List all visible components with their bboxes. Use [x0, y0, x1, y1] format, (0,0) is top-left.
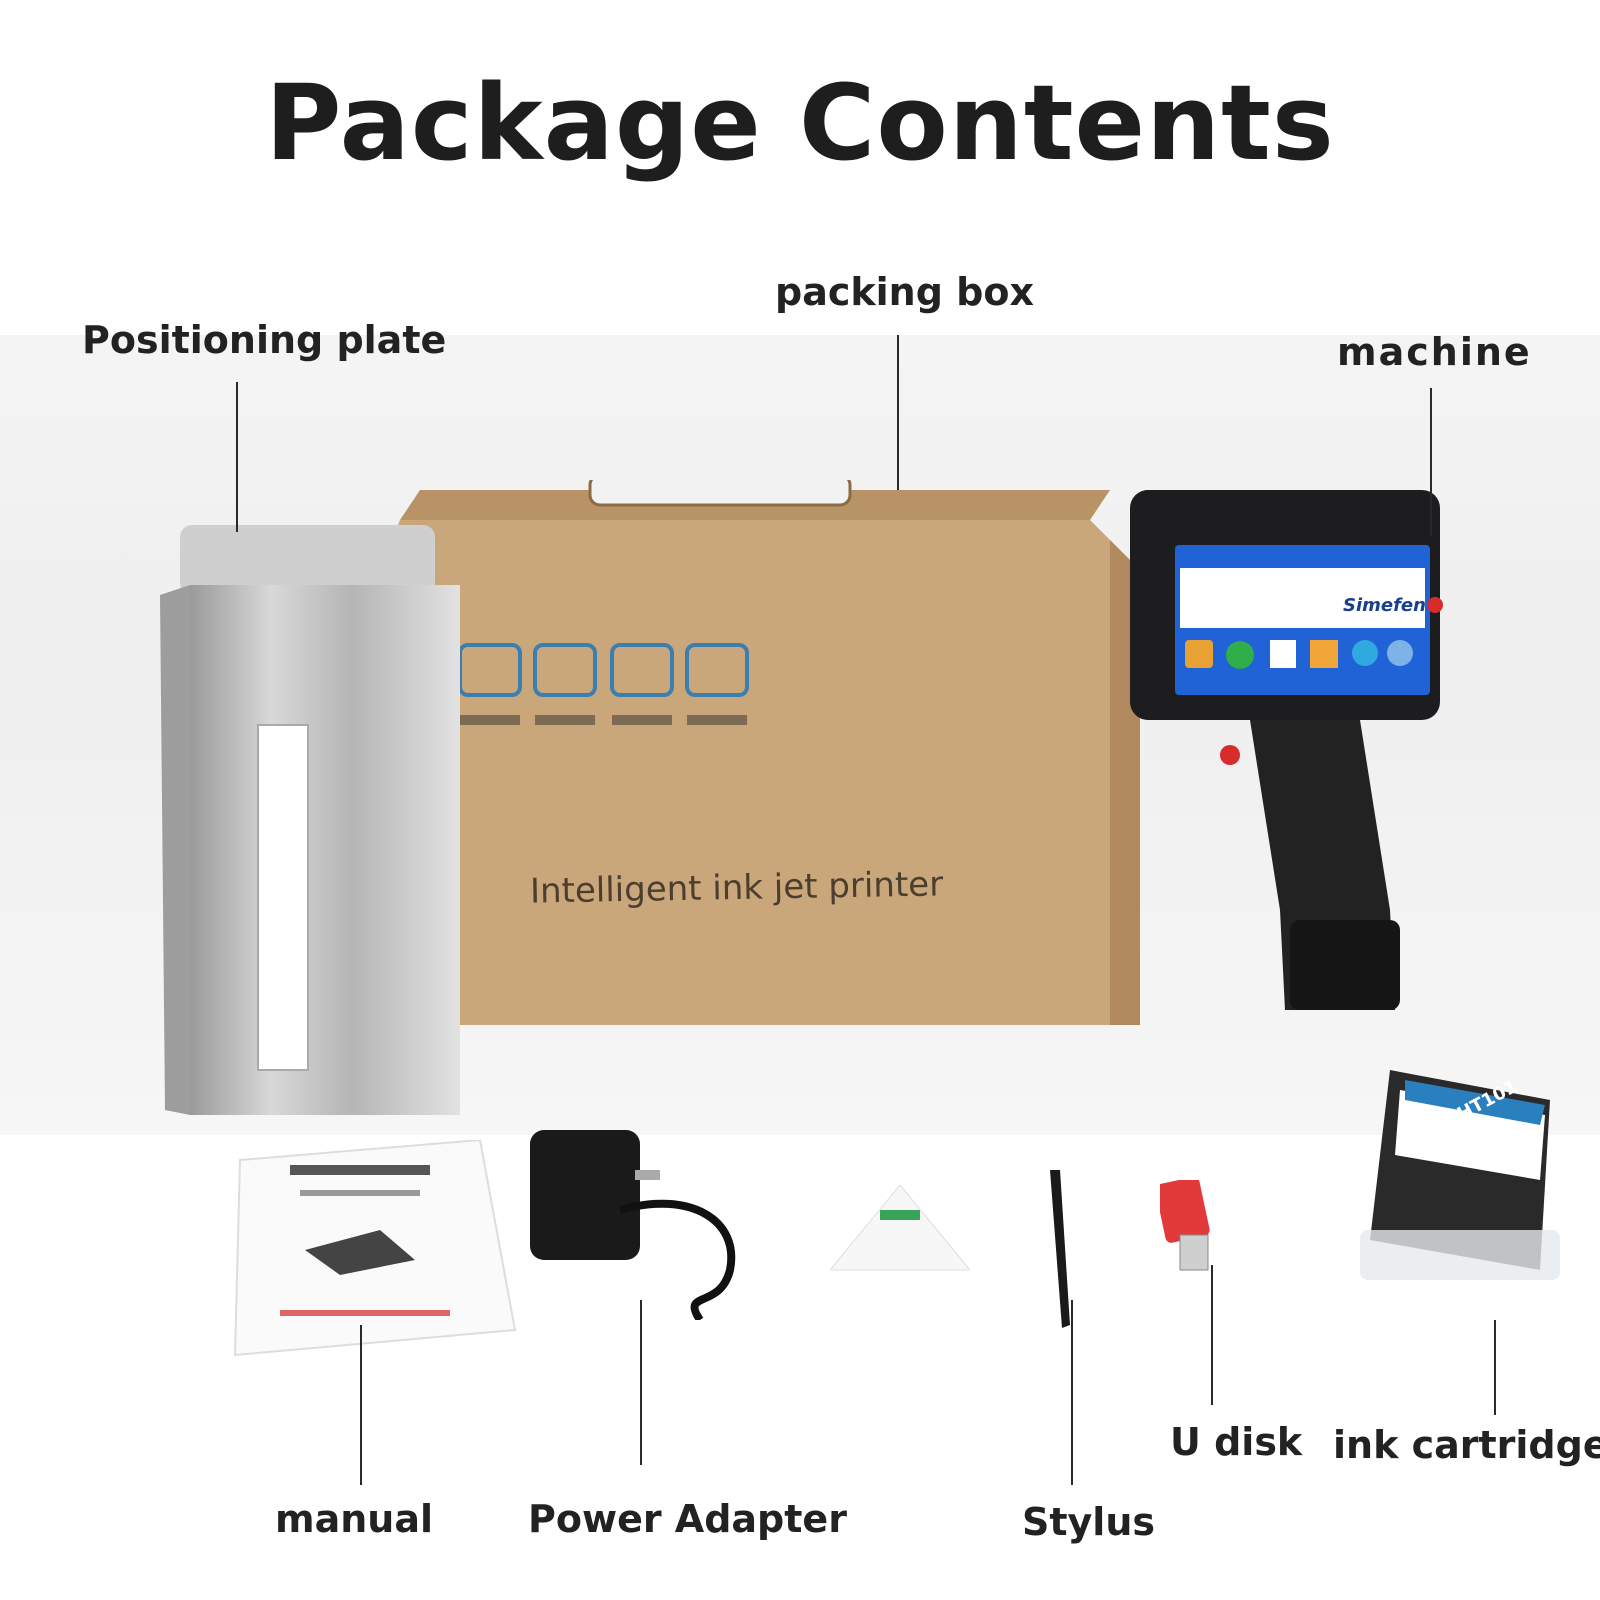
page-title: Package Contents: [265, 62, 1335, 184]
machine-brand: Simefen: [1343, 595, 1426, 616]
label-manual: manual: [275, 1497, 434, 1541]
positioning-plate: [160, 525, 460, 1115]
qc-card: [830, 1185, 970, 1271]
label-power-adapter: Power Adapter: [528, 1497, 847, 1541]
leader-line-u-disk: [1211, 1265, 1213, 1405]
leader-line-ink-cartridge: [1494, 1320, 1496, 1415]
leader-line-manual: [360, 1325, 362, 1485]
manual-booklet: [233, 1140, 517, 1357]
power-adapter: [530, 1130, 736, 1320]
stylus-pen: [1050, 1170, 1070, 1328]
ink-cartridge: [1360, 1070, 1560, 1280]
label-packing-box: packing box: [775, 270, 1034, 314]
leader-line-stylus: [1071, 1300, 1073, 1485]
leader-line-power-adapter: [640, 1300, 642, 1465]
inkjet-printer-machine: [1130, 490, 1443, 1010]
label-positioning-plate: Positioning plate: [82, 318, 447, 362]
leader-line-machine: [1430, 388, 1432, 536]
usb-u-disk: [1160, 1180, 1210, 1271]
label-machine: machine: [1337, 330, 1532, 374]
label-u-disk: U disk: [1170, 1420, 1303, 1464]
leader-line-packing-box: [897, 335, 899, 490]
label-ink-cartridge: ink cartridge: [1333, 1423, 1600, 1467]
box-printed-text: Intelligent ink jet printer: [529, 864, 944, 912]
packing-box: [380, 480, 1140, 1025]
label-stylus: Stylus: [1022, 1500, 1155, 1544]
leader-line-positioning-plate: [236, 382, 238, 532]
